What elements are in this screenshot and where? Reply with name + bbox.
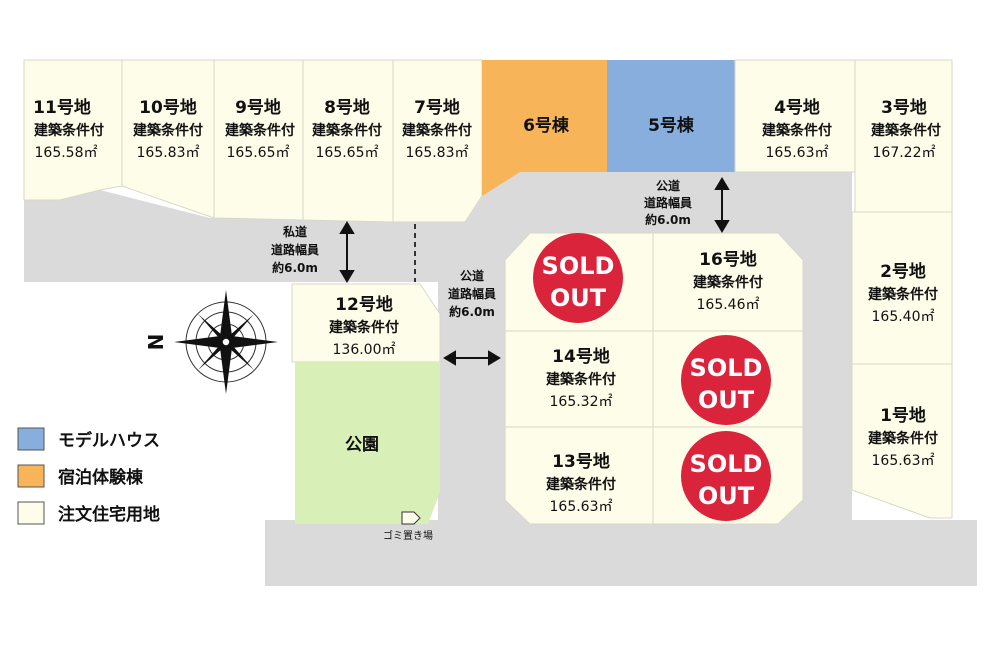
svg-text:建築条件付: 建築条件付 [225, 122, 295, 139]
svg-text:ゴミ置き場: ゴミ置き場 [383, 529, 433, 542]
svg-text:約6.0m: 約6.0m [272, 260, 318, 275]
building-5[interactable]: 5号棟 [607, 60, 735, 172]
svg-text:公道: 公道 [656, 178, 680, 193]
svg-text:12号地: 12号地 [335, 294, 393, 315]
svg-text:建築条件付: 建築条件付 [329, 319, 399, 336]
svg-text:8号地: 8号地 [324, 97, 370, 118]
svg-text:建築条件付: 建築条件付 [546, 371, 616, 388]
north-label: N [144, 334, 168, 351]
svg-text:建築条件付: 建築条件付 [312, 122, 382, 139]
private-road [24, 190, 500, 282]
compass-rose-icon [174, 290, 278, 394]
svg-text:4号地: 4号地 [774, 97, 820, 118]
svg-text:注文住宅用地: 注文住宅用地 [58, 504, 160, 525]
svg-text:5号棟: 5号棟 [648, 115, 695, 136]
svg-text:道路幅員: 道路幅員 [644, 195, 692, 210]
svg-text:1号地: 1号地 [880, 405, 926, 426]
svg-text:165.63㎡: 165.63㎡ [872, 453, 935, 469]
svg-text:11号地: 11号地 [33, 97, 91, 118]
svg-text:OUT: OUT [698, 386, 755, 414]
svg-text:10号地: 10号地 [139, 97, 197, 118]
svg-text:165.83㎡: 165.83㎡ [406, 145, 469, 161]
lot-1[interactable]: 1号地 建築条件付 165.63㎡ [851, 363, 953, 519]
svg-text:宿泊体験棟: 宿泊体験棟 [58, 467, 144, 488]
svg-text:公道: 公道 [460, 268, 484, 283]
svg-text:136.00㎡: 136.00㎡ [333, 342, 396, 358]
lot-7[interactable]: 7号地 建築条件付 165.83㎡ [392, 59, 483, 223]
svg-text:OUT: OUT [550, 284, 607, 312]
lot-10[interactable]: 10号地 建築条件付 165.83㎡ [121, 59, 215, 219]
lot-18-sold: SOLD OUT [681, 431, 771, 521]
svg-text:16号地: 16号地 [699, 249, 757, 270]
svg-text:7号地: 7号地 [414, 97, 460, 118]
private-road-label: 私道 道路幅員 約6.0m [271, 224, 319, 275]
svg-text:165.58㎡: 165.58㎡ [35, 145, 98, 161]
public-road-top-label: 公道 道路幅員 約6.0m [644, 178, 692, 227]
svg-text:建築条件付: 建築条件付 [762, 122, 832, 139]
svg-text:建築条件付: 建築条件付 [868, 286, 938, 303]
svg-text:建築条件付: 建築条件付 [34, 122, 104, 139]
svg-text:公園: 公園 [345, 435, 379, 455]
svg-text:建築条件付: 建築条件付 [402, 122, 472, 139]
svg-text:13号地: 13号地 [552, 451, 610, 472]
svg-text:建築条件付: 建築条件付 [546, 476, 616, 493]
lot-13[interactable]: 13号地 建築条件付 165.63㎡ [546, 451, 616, 515]
svg-text:6号棟: 6号棟 [523, 115, 570, 136]
svg-text:約6.0m: 約6.0m [449, 304, 495, 319]
svg-text:165.65㎡: 165.65㎡ [316, 145, 379, 161]
svg-text:建築条件付: 建築条件付 [871, 122, 941, 139]
private-road-width-arrow [339, 221, 355, 283]
lot-17-sold: SOLD OUT [681, 335, 771, 425]
svg-text:165.65㎡: 165.65㎡ [227, 145, 290, 161]
lot-9[interactable]: 9号地 建築条件付 165.65㎡ [213, 59, 304, 221]
park: 公園 [295, 362, 440, 524]
lot-3[interactable]: 3号地 建築条件付 167.22㎡ [854, 59, 953, 213]
svg-text:道路幅員: 道路幅員 [271, 242, 319, 257]
svg-text:モデルハウス: モデルハウス [58, 430, 160, 451]
lot-14[interactable]: 14号地 建築条件付 165.32㎡ [546, 346, 616, 410]
svg-text:建築条件付: 建築条件付 [133, 122, 203, 139]
legend: モデルハウス 宿泊体験棟 注文住宅用地 [17, 427, 160, 525]
lot-8[interactable]: 8号地 建築条件付 165.65㎡ [302, 59, 394, 223]
svg-text:165.32㎡: 165.32㎡ [550, 394, 613, 410]
public-road-mid-width-arrow [443, 350, 501, 366]
svg-text:約6.0m: 約6.0m [645, 212, 691, 227]
svg-text:165.63㎡: 165.63㎡ [766, 145, 829, 161]
svg-text:道路幅員: 道路幅員 [448, 286, 496, 301]
svg-text:OUT: OUT [698, 482, 755, 510]
svg-text:私道: 私道 [282, 224, 307, 239]
garbage-station: ゴミ置き場 [383, 511, 433, 542]
svg-text:2号地: 2号地 [880, 261, 926, 282]
public-road-top-width-arrow [714, 177, 730, 233]
lot-15-sold: SOLD OUT [533, 233, 623, 323]
svg-text:3号地: 3号地 [881, 97, 927, 118]
bottom-public-road [265, 520, 977, 586]
svg-text:SOLD: SOLD [542, 252, 615, 280]
lot-2[interactable]: 2号地 建築条件付 165.40㎡ [851, 211, 953, 365]
lot-4[interactable]: 4号地 建築条件付 165.63㎡ [734, 59, 859, 173]
svg-text:SOLD: SOLD [690, 354, 763, 382]
lot-12[interactable]: 12号地 建築条件付 136.00㎡ [291, 283, 441, 363]
lot-16[interactable]: 16号地 建築条件付 165.46㎡ [693, 249, 763, 313]
svg-text:建築条件付: 建築条件付 [693, 274, 763, 291]
svg-text:165.83㎡: 165.83㎡ [137, 145, 200, 161]
public-road-mid-label: 公道 道路幅員 約6.0m [448, 268, 496, 319]
svg-text:165.40㎡: 165.40㎡ [872, 309, 935, 325]
svg-text:SOLD: SOLD [690, 450, 763, 478]
svg-text:165.46㎡: 165.46㎡ [697, 297, 760, 313]
svg-text:14号地: 14号地 [552, 346, 610, 367]
svg-text:167.22㎡: 167.22㎡ [873, 145, 936, 161]
svg-text:建築条件付: 建築条件付 [868, 430, 938, 447]
lot-11[interactable]: 11号地 建築条件付 165.58㎡ [23, 59, 123, 201]
svg-text:9号地: 9号地 [235, 97, 281, 118]
svg-text:165.63㎡: 165.63㎡ [550, 499, 613, 515]
building-6[interactable]: 6号棟 [482, 60, 607, 196]
